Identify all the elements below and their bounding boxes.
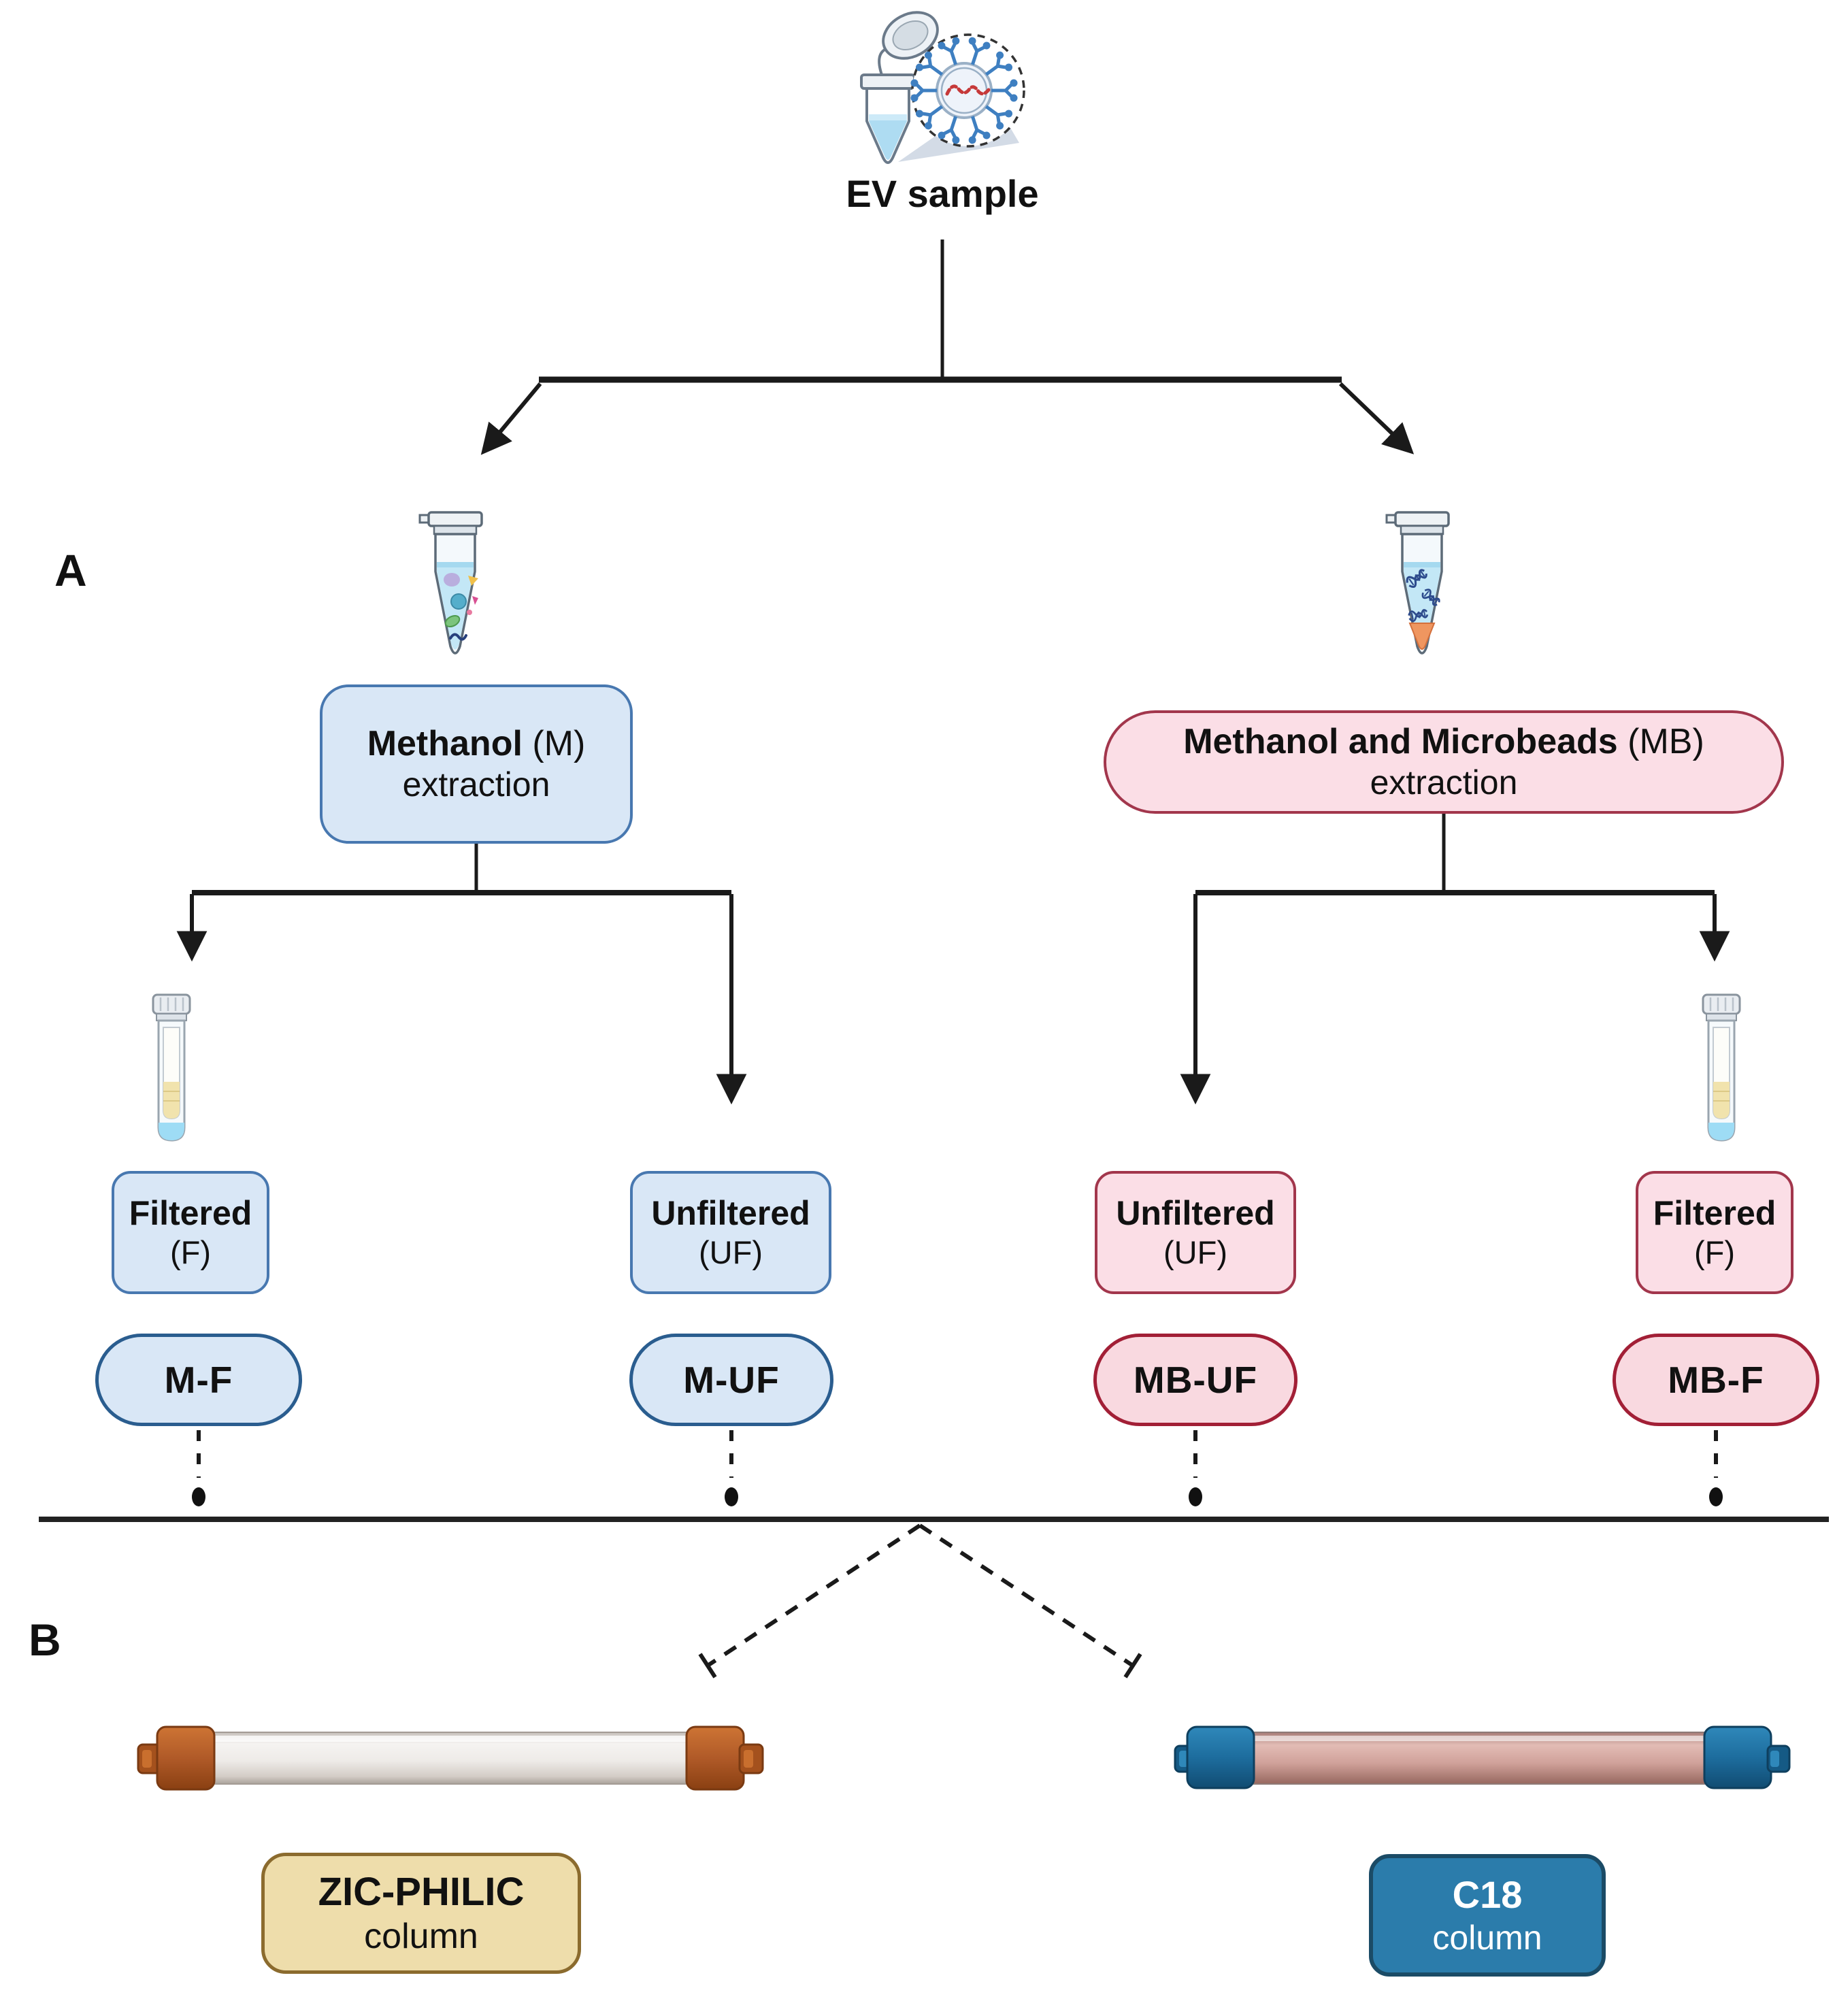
ev-sample-tube-with-vesicle-icon [860, 11, 1025, 164]
mb-unfiltered-line1: Unfiltered [1116, 1194, 1275, 1233]
mb-unfiltered-box: Unfiltered (UF) [1095, 1171, 1296, 1294]
microbeads-extraction-line1: Methanol and Microbeads (MB) [1183, 721, 1704, 761]
methanol-extraction-line2: extraction [402, 765, 550, 804]
c18-line2: column [1432, 1918, 1542, 1957]
m-unfiltered-box: Unfiltered (UF) [630, 1171, 831, 1294]
sample-label-mb-f: MB-F [1668, 1358, 1764, 1401]
sample-pill-m-uf: M-UF [629, 1334, 833, 1426]
lysate-tube-icon [418, 511, 483, 655]
panel-b-label: B [29, 1615, 61, 1665]
m-unfiltered-line1: Unfiltered [651, 1194, 810, 1233]
zic-line1: ZIC-PHILIC [318, 1870, 525, 1915]
zic-philic-column-label: ZIC-PHILIC column [261, 1853, 581, 1974]
microbeads-extraction-line2: extraction [1370, 763, 1518, 802]
m-filtered-box: Filtered (F) [112, 1171, 269, 1294]
spin-filter-tube-icon [1702, 993, 1741, 1142]
panel-a-label: A [54, 545, 87, 595]
sample-pill-m-f: M-F [95, 1334, 302, 1426]
methanol-extraction-box: Methanol (M) extraction [320, 684, 633, 844]
spin-filter-tube-icon [152, 993, 191, 1142]
mb-filtered-line2: (F) [1693, 1234, 1735, 1271]
flow-connectors [39, 239, 1829, 1679]
ev-sample-title: EV sample [846, 172, 1039, 215]
mb-unfiltered-line2: (UF) [1163, 1234, 1227, 1271]
zic-philic-cartridge-icon [137, 1725, 764, 1791]
c18-line1: C18 [1452, 1873, 1523, 1917]
dna-pellet-tube-icon [1385, 511, 1450, 655]
sample-label-mb-uf: MB-UF [1133, 1358, 1258, 1401]
c18-column-label: C18 column [1369, 1854, 1606, 1977]
methanol-extraction-line1: Methanol (M) [367, 723, 586, 763]
c18-cartridge-icon [1174, 1725, 1791, 1789]
m-filtered-line1: Filtered [129, 1194, 252, 1233]
sample-pill-mb-f: MB-F [1613, 1334, 1819, 1426]
m-unfiltered-line2: (UF) [699, 1234, 763, 1271]
sample-label-m-f: M-F [164, 1358, 233, 1401]
m-filtered-line2: (F) [169, 1234, 211, 1271]
microbeads-extraction-box: Methanol and Microbeads (MB) extraction [1104, 710, 1784, 814]
mb-filtered-line1: Filtered [1653, 1194, 1776, 1233]
open-microtube-icon [860, 11, 939, 164]
mb-filtered-box: Filtered (F) [1636, 1171, 1793, 1294]
zic-line2: column [364, 1916, 478, 1956]
sample-pill-mb-uf: MB-UF [1093, 1334, 1297, 1426]
ev-vesicle-icon [896, 33, 1025, 148]
sample-label-m-uf: M-UF [683, 1358, 780, 1401]
